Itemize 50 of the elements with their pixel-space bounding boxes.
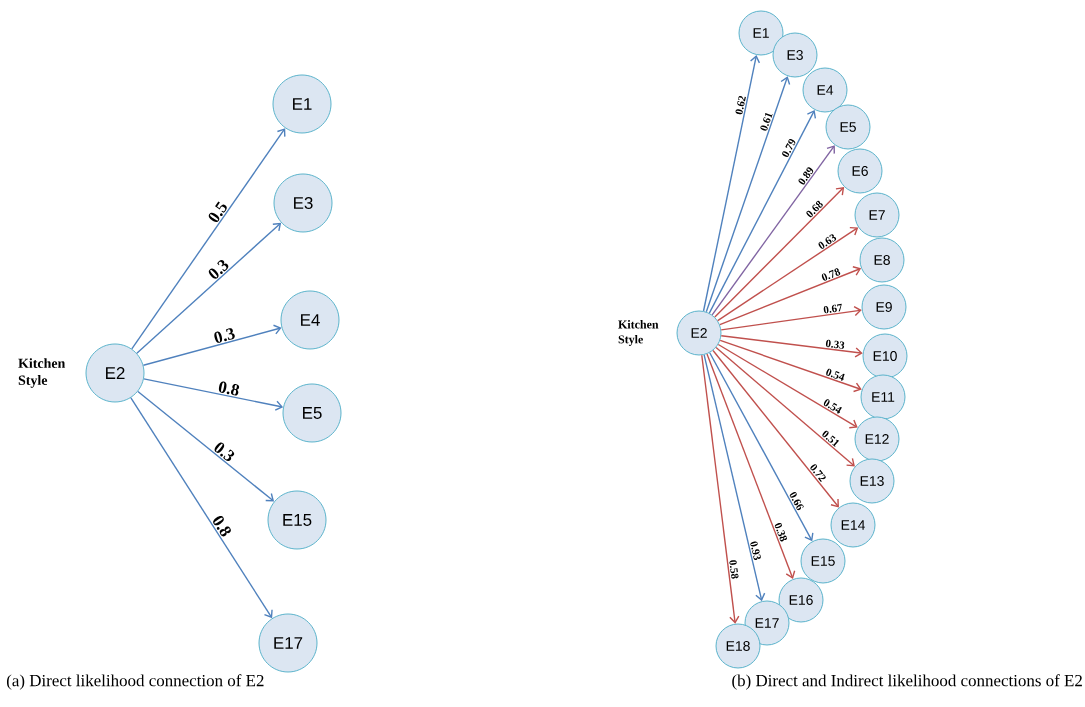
edge-label: 0.63	[816, 232, 838, 251]
side-label: Kitchen Style	[18, 358, 66, 388]
edge-label: 0.61	[759, 110, 774, 133]
arrow	[717, 343, 858, 429]
caption: (b) Direct and Indirect likelihood connections of E2	[732, 674, 1082, 690]
edge-label: 0.62	[734, 94, 747, 116]
edge-label: 0.8	[210, 513, 234, 539]
arrow	[715, 346, 855, 467]
edge-label: 0.54	[824, 367, 847, 382]
arrow	[720, 305, 862, 331]
edge-label: 0.3	[212, 326, 237, 345]
edge-label: 0.79	[780, 137, 798, 159]
edge-label: 0.54	[821, 397, 844, 416]
side-label: Kitchen Style	[618, 320, 659, 346]
arrow	[719, 339, 862, 393]
caption: (a) Direct likelihood connection of E2	[6, 674, 264, 690]
edge-label: 0.5	[206, 199, 230, 225]
arrow	[714, 186, 845, 318]
edge-label: 0.33	[824, 338, 846, 350]
edge-label: 0.93	[749, 539, 762, 562]
arrow	[130, 397, 273, 619]
arrow	[709, 352, 814, 542]
arrow	[708, 109, 817, 314]
edge-label: 0.51	[820, 428, 842, 449]
arrow	[703, 354, 766, 602]
edge-label: 0.3	[211, 439, 237, 464]
arrow	[705, 76, 791, 313]
edge-label: 0.72	[808, 462, 828, 484]
edge-label: 0.78	[819, 266, 842, 283]
arrow	[712, 349, 839, 508]
edge-label: 0.67	[822, 303, 844, 315]
edge-label: 0.58	[728, 558, 740, 580]
arrow	[717, 226, 859, 322]
edge-label: 0.89	[796, 165, 816, 187]
arrow	[131, 128, 286, 350]
edge-label: 0.66	[788, 490, 806, 512]
edge-label: 0.3	[206, 257, 231, 282]
arrow	[706, 353, 796, 580]
arrow	[702, 55, 761, 312]
arrow	[143, 378, 284, 411]
edge-label: 0.8	[216, 380, 242, 397]
arrow	[136, 222, 282, 354]
edge-label: 0.38	[773, 521, 789, 543]
arrow	[137, 390, 275, 502]
arrow	[701, 354, 740, 624]
edge-label: 0.68	[804, 199, 825, 220]
arrow	[142, 324, 282, 366]
arrow	[711, 145, 835, 316]
arrow	[720, 335, 863, 358]
arrow	[719, 266, 862, 326]
